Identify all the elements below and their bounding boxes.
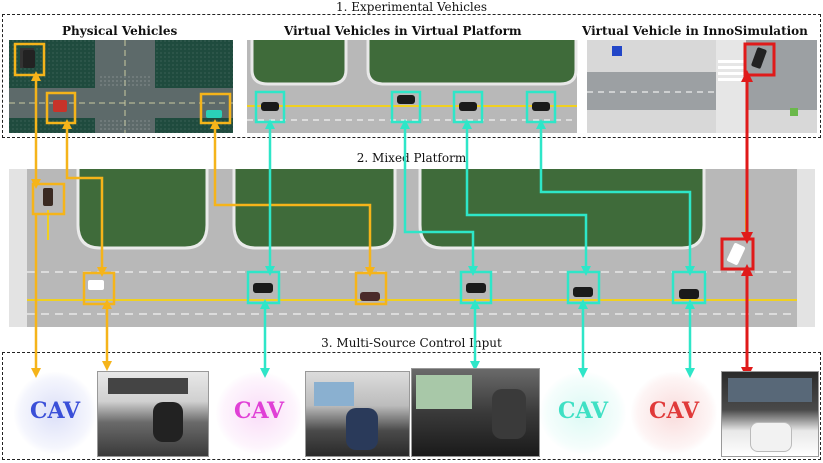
- cav-label: CAV: [648, 398, 700, 424]
- innosimulation-image: [587, 40, 817, 133]
- driver-photo-2: [305, 371, 410, 457]
- cav-label: CAV: [29, 398, 81, 424]
- cav-brain-blue: CAV: [14, 372, 96, 454]
- virtual-vehicle-box: [254, 90, 286, 124]
- physical-links: [31, 71, 375, 378]
- driver-figure-icon: [153, 402, 183, 442]
- cav-brain-red: CAV: [631, 372, 717, 454]
- mixed-virtual-box: [566, 270, 601, 305]
- subtitle-innosimulation: Virtual Vehicle in InnoSimulation: [582, 24, 808, 38]
- virtual-vehicle-box: [452, 90, 484, 124]
- control-input-panel: [2, 352, 821, 460]
- section-title-control: 3. Multi-Source Control Input: [321, 336, 502, 350]
- cav-label: CAV: [233, 398, 285, 424]
- physical-vehicle-box: [45, 91, 77, 125]
- monitor-icon: [728, 378, 812, 402]
- mixed-physical-box: [82, 271, 116, 306]
- physical-vehicles-image: [9, 40, 233, 133]
- cav-brain-cyan: CAV: [540, 372, 626, 454]
- subtitle-virtual-platform: Virtual Vehicles in Virtual Platform: [284, 24, 522, 38]
- mixed-virtual-box: [459, 270, 493, 305]
- physical-vehicle-box: [199, 92, 232, 125]
- section-title-experimental: 1. Experimental Vehicles: [335, 0, 488, 14]
- monitor-icon: [314, 382, 354, 406]
- driver-figure-icon: [492, 389, 526, 439]
- driver-figure-icon: [346, 408, 378, 450]
- inno-vehicle-box: [743, 42, 776, 77]
- monitor-icon: [108, 378, 188, 394]
- mixed-inno-box: [720, 237, 755, 271]
- virtual-vehicle-box: [525, 90, 557, 124]
- mixed-physical-box: [31, 182, 66, 216]
- driver-photo-3: [411, 368, 540, 457]
- simulator-photo: [721, 371, 819, 457]
- monitor-icon: [416, 375, 472, 409]
- driver-photo-1: [97, 371, 209, 457]
- physical-vehicle-box: [13, 42, 46, 77]
- cav-label: CAV: [557, 398, 609, 424]
- mixed-virtual-box: [671, 270, 707, 305]
- subtitle-physical-vehicles: Physical Vehicles: [62, 24, 178, 38]
- vehicles: [13, 42, 776, 306]
- simulator-seat-icon: [750, 422, 792, 452]
- cav-brain-magenta: CAV: [216, 372, 302, 454]
- mixed-virtual-box: [246, 270, 281, 305]
- virtual-vehicle-box: [390, 90, 422, 124]
- mixed-physical-box: [354, 271, 388, 306]
- virtual-links: [260, 119, 695, 378]
